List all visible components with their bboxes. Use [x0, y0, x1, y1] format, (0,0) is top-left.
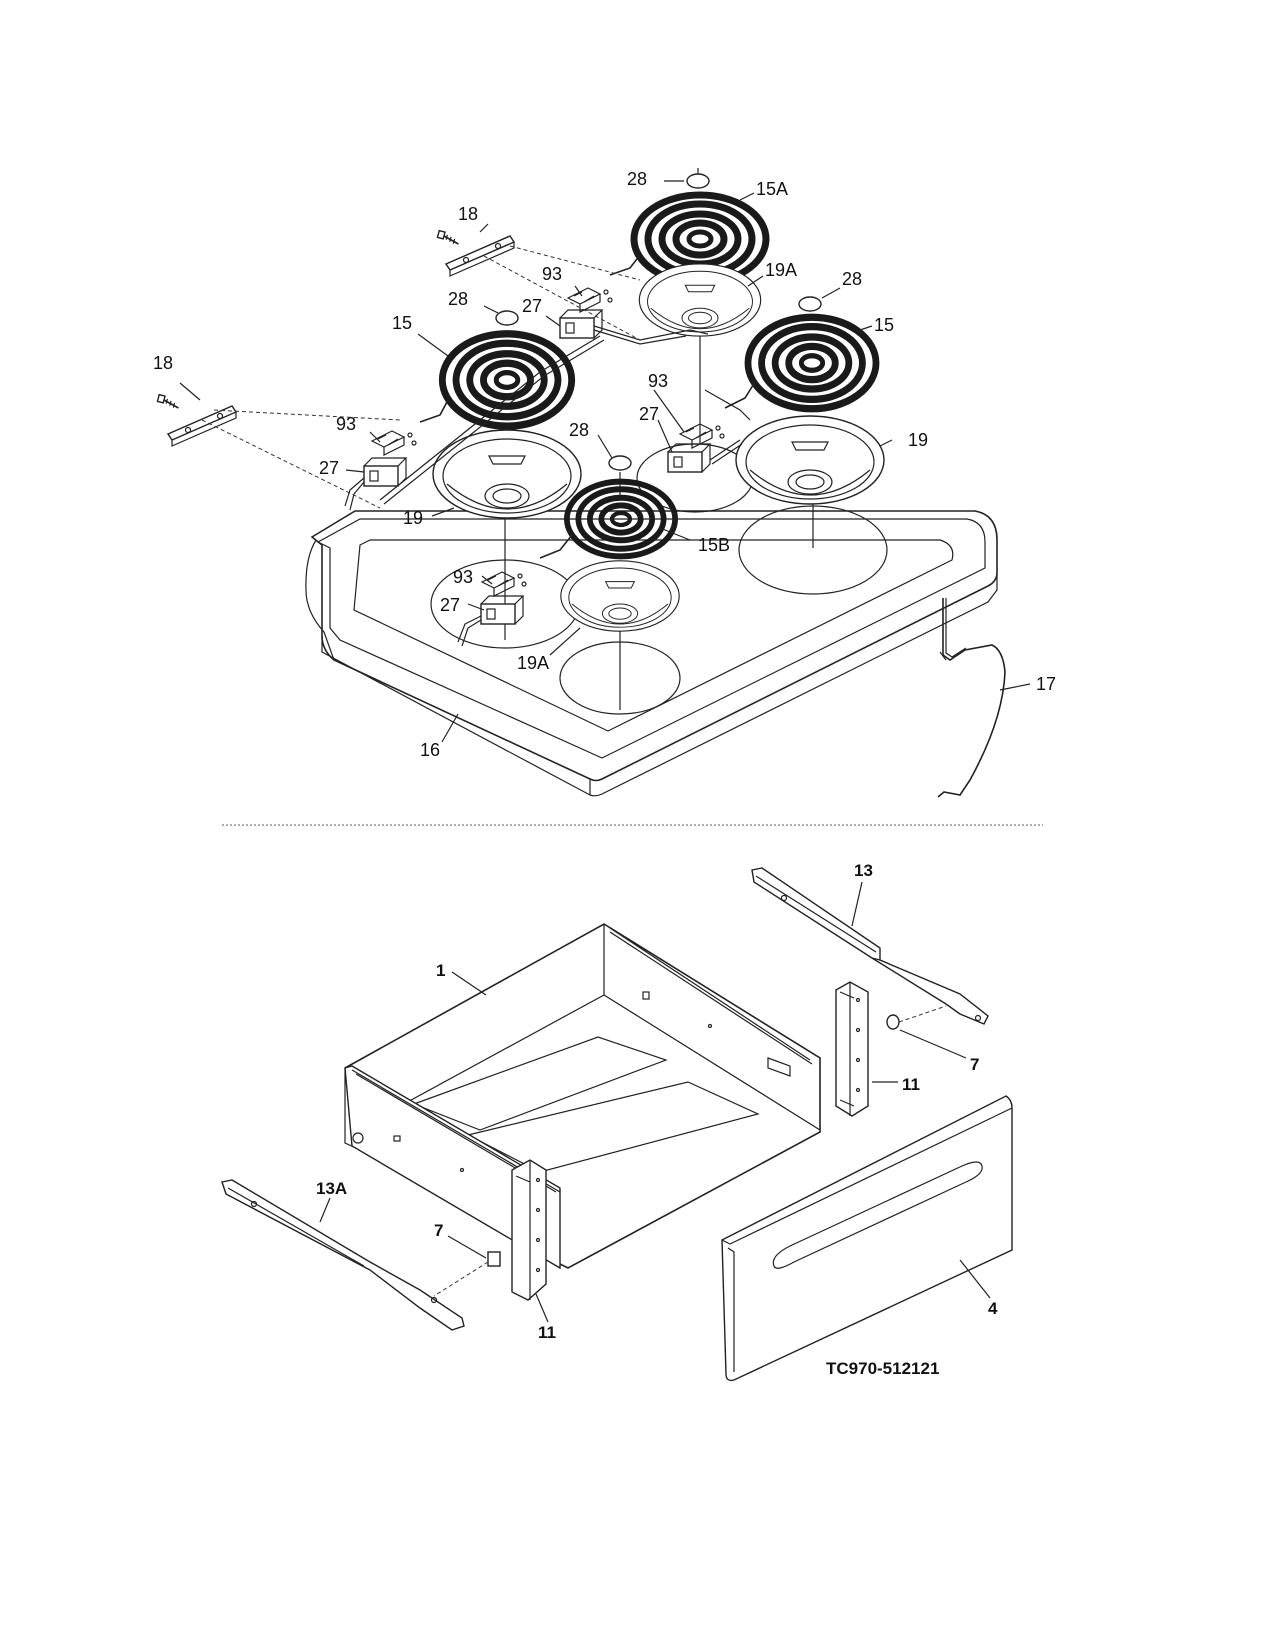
surface-element-15b — [539, 482, 675, 558]
label-28-d: 28 — [569, 420, 589, 440]
label-27-c: 27 — [639, 404, 659, 424]
label-15-left: 15 — [392, 313, 412, 333]
label-19-right: 19 — [908, 430, 928, 450]
cooktop-assembly: 28 15A 18 93 19A 28 28 27 15 15 18 93 93… — [153, 168, 1056, 798]
label-7-right: 7 — [970, 1055, 979, 1074]
label-93-c: 93 — [648, 371, 668, 391]
label-13: 13 — [854, 861, 873, 880]
label-15a: 15A — [756, 179, 788, 199]
surface-element-15-left — [419, 334, 572, 426]
trim-ring-28-d — [608, 455, 632, 471]
receptacle-93-d — [481, 571, 527, 597]
label-18-b: 18 — [153, 353, 173, 373]
label-19a-top: 19A — [765, 260, 797, 280]
label-16: 16 — [420, 740, 440, 760]
drip-pan-19-right — [735, 415, 885, 505]
drip-pan-19-left — [432, 429, 582, 519]
label-28-c: 28 — [842, 269, 862, 289]
spacer-7-left — [433, 1251, 501, 1297]
label-19-left: 19 — [403, 508, 423, 528]
label-93-b: 93 — [336, 414, 356, 434]
surface-element-15a — [609, 195, 766, 283]
drawing-number: TC970-512121 — [826, 1359, 939, 1378]
terminal-block-27-c — [667, 443, 711, 473]
drawer-body-1 — [344, 923, 821, 1270]
drawer-bracket-11-right — [835, 981, 869, 1117]
label-7-left: 7 — [434, 1221, 443, 1240]
drawer-slide-13a — [221, 1179, 465, 1331]
label-18-a: 18 — [458, 204, 478, 224]
drawer-slide-13 — [751, 867, 989, 1025]
label-11-right: 11 — [902, 1075, 920, 1094]
label-28-b: 28 — [448, 289, 468, 309]
label-93-a: 93 — [542, 264, 562, 284]
trim-ring-28-c — [798, 296, 822, 312]
drawer-bracket-11-left — [511, 1159, 547, 1301]
label-28-a: 28 — [627, 169, 647, 189]
label-1: 1 — [436, 961, 445, 980]
label-11-left: 11 — [538, 1323, 556, 1342]
label-15-right: 15 — [874, 315, 894, 335]
drip-pan-19a-top — [638, 263, 762, 337]
label-4: 4 — [988, 1299, 998, 1318]
support-rod-17 — [937, 598, 1006, 798]
label-27-d: 27 — [440, 595, 460, 615]
label-27-b: 27 — [319, 458, 339, 478]
receptacle-93-b — [371, 430, 417, 456]
terminal-block-27-d — [480, 595, 524, 625]
drawer-assembly: 13 1 7 11 13A 7 11 4 TC970-512121 — [221, 861, 1013, 1382]
trim-ring-28-a — [686, 173, 710, 189]
drawer-leaders — [319, 881, 991, 1323]
label-93-d: 93 — [453, 567, 473, 587]
cooktop-leaders — [179, 192, 1031, 743]
label-13a: 13A — [316, 1179, 347, 1198]
screw-top — [436, 229, 462, 246]
drip-pan-19a-bottom — [560, 560, 680, 632]
main-top-16 — [305, 268, 998, 797]
drawer-front-4 — [721, 1095, 1013, 1382]
spacer-7-right — [886, 1005, 947, 1030]
bracket-18-left — [167, 405, 237, 447]
label-15b: 15B — [698, 535, 730, 555]
label-19a-bottom: 19A — [517, 653, 549, 673]
screw-left — [156, 393, 182, 410]
terminal-block-27-b — [363, 457, 407, 487]
terminal-block-27-a — [559, 309, 603, 339]
surface-element-15-right — [724, 317, 876, 409]
label-27-a: 27 — [522, 296, 542, 316]
label-17: 17 — [1036, 674, 1056, 694]
receptacle-93-a — [567, 287, 613, 313]
trim-ring-28-b — [495, 310, 519, 326]
